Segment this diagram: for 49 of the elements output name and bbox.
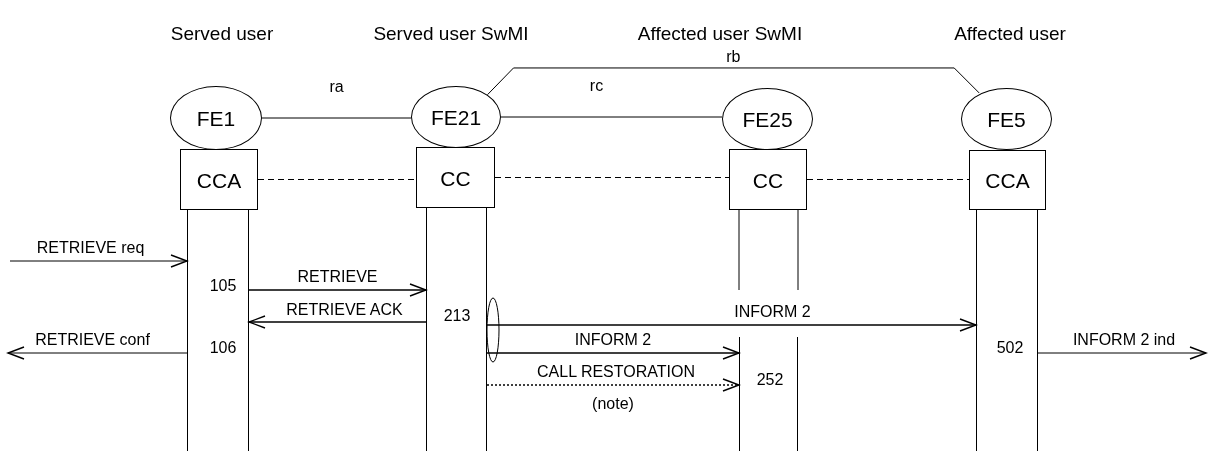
message-arrow [486, 378, 740, 392]
edge-label: INFORM 2 [574, 332, 652, 348]
message-number: 105 [209, 278, 237, 294]
interface-line [261, 117, 412, 119]
node-label: FE1 [196, 107, 236, 129]
message-arrow [9, 254, 188, 268]
edge-label: CALL RESTORATION [537, 364, 695, 380]
component-box [180, 149, 258, 210]
message-arrow [1037, 346, 1207, 360]
lifeline-column [187, 210, 249, 451]
lifeline-column [976, 210, 1038, 451]
node-label: CCA [196, 169, 242, 190]
node-label: FE21 [430, 106, 482, 128]
interface-line [500, 116, 723, 118]
column-heading: Served user [170, 24, 274, 43]
message-number: 252 [756, 372, 784, 388]
interface-line [257, 179, 417, 180]
message-arrow [248, 283, 427, 297]
interface-line [487, 67, 980, 96]
edge-label: RETRIEVE [297, 269, 378, 285]
column-heading: Served user SwMI [373, 24, 529, 43]
component-box [969, 150, 1046, 210]
message-arrow [486, 346, 740, 360]
message-arrow [486, 318, 977, 332]
note-label: (note) [592, 396, 634, 412]
node-label: CC [440, 167, 471, 188]
edge-label: INFORM 2 ind [1072, 332, 1176, 348]
message-number: 106 [209, 340, 237, 356]
column-heading: Affected user [954, 24, 1066, 43]
node-label: CC [752, 169, 784, 190]
interface-line [806, 179, 970, 180]
message-arrow [248, 315, 427, 329]
lifeline-column [426, 208, 487, 451]
edge-label: rb [726, 48, 741, 65]
node-label: FE25 [742, 108, 793, 130]
interface-line [494, 177, 730, 178]
edge-label: INFORM 2 [734, 304, 811, 320]
edge-label: RETRIEVE req [36, 240, 145, 256]
lifeline-column [739, 337, 798, 451]
edge-label: RETRIEVE ACK [286, 302, 403, 318]
node-label: CCA [985, 169, 1030, 191]
message-number: 213 [443, 308, 471, 324]
message-arrow [7, 346, 188, 360]
node-label: FE5 [987, 108, 1026, 130]
message-number: 502 [996, 340, 1024, 356]
column-heading: Affected user SwMI [637, 24, 803, 43]
component-box [416, 147, 495, 208]
component-box [729, 149, 807, 210]
edge-label: RETRIEVE conf [35, 332, 150, 348]
